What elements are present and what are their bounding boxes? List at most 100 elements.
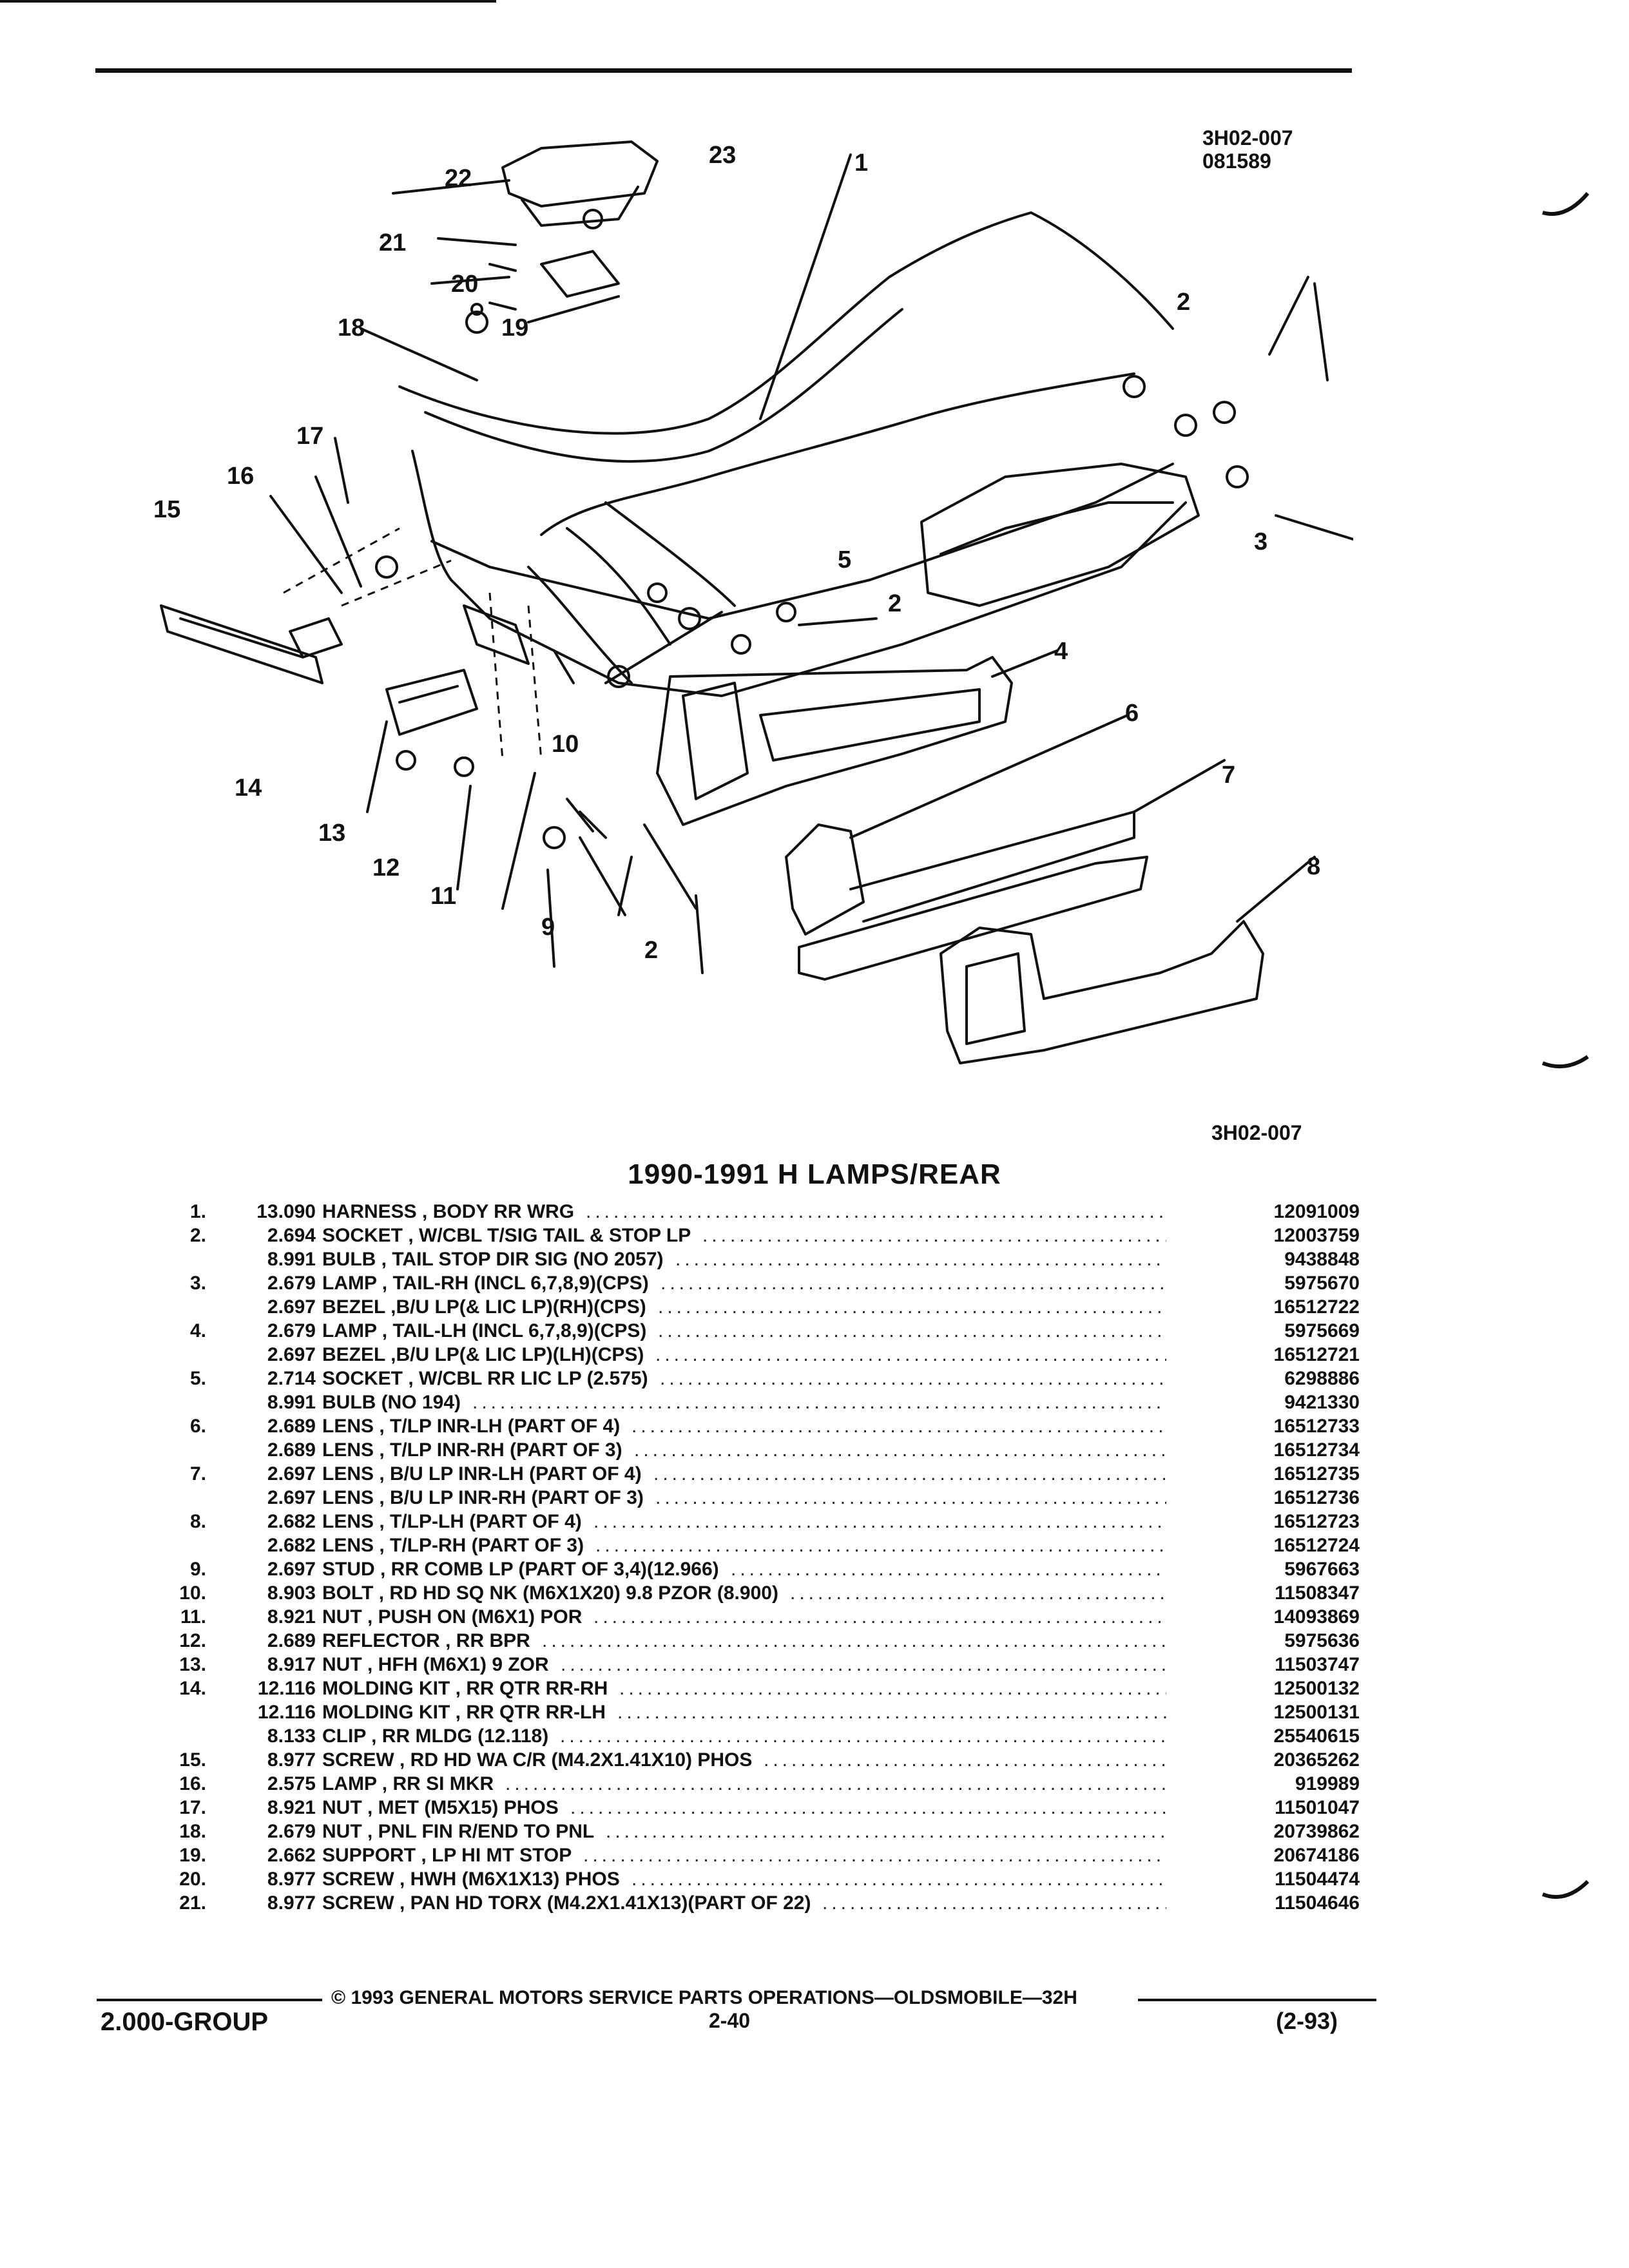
part-number: 16512722 — [1273, 1296, 1360, 1318]
part-number: 12003759 — [1273, 1225, 1360, 1246]
callout-1: 1 — [854, 149, 869, 177]
callout-5: 5 — [838, 546, 852, 573]
group-number: 2.682 — [267, 1535, 316, 1556]
group-number: 13.090 — [256, 1201, 316, 1222]
part-number: 16512723 — [1273, 1511, 1360, 1532]
part-description: LENS , T/LP-LH (PART OF 4) — [322, 1510, 587, 1533]
part-number: 16512721 — [1273, 1344, 1360, 1365]
part-number: 20674186 — [1273, 1845, 1360, 1866]
item-number: 16. — [179, 1773, 206, 1794]
callout-20: 20 — [451, 271, 479, 298]
part-number: 11504474 — [1275, 1869, 1360, 1890]
part-description-text: BOLT , RD HD SQ NK (M6X1X20) 9.8 PZOR (8… — [322, 1582, 784, 1604]
part-description-text: HARNESS , BODY RR WRG — [322, 1201, 580, 1222]
callout-15: 15 — [153, 496, 181, 523]
item-number: 9. — [189, 1559, 206, 1580]
item-number: 4. — [189, 1320, 206, 1341]
callout-11: 11 — [430, 883, 457, 910]
group-number: 2.689 — [267, 1630, 316, 1651]
dot-leader: ........................................… — [472, 1392, 1166, 1413]
figure-code-bottom: 3H02-007 — [1211, 1121, 1302, 1144]
group-number: 8.921 — [267, 1606, 316, 1628]
part-number: 12500131 — [1273, 1702, 1360, 1723]
callout-4: 4 — [1054, 638, 1068, 665]
dot-leader: ........................................… — [586, 1201, 1166, 1222]
part-description-text: MOLDING KIT , RR QTR RR-RH — [322, 1678, 613, 1699]
dot-leader: ........................................… — [675, 1249, 1166, 1270]
part-description-text: LENS , T/LP INR-RH (PART OF 3) — [322, 1439, 628, 1461]
callout-2-bottom: 2 — [644, 937, 659, 964]
part-description-text: LENS , T/LP-LH (PART OF 4) — [322, 1511, 587, 1532]
group-number: 2.697 — [267, 1463, 316, 1485]
part-description: LENS , T/LP INR-LH (PART OF 4) — [322, 1414, 626, 1438]
part-description: LAMP , RR SI MKR — [322, 1772, 499, 1796]
part-description-text: NUT , HFH (M6X1) 9 ZOR — [322, 1654, 554, 1675]
item-number: 8. — [189, 1511, 206, 1532]
top-short-rule — [0, 0, 496, 3]
group-number: 2.714 — [267, 1368, 316, 1389]
part-description: REFLECTOR , RR BPR — [322, 1629, 535, 1653]
part-number: 16512735 — [1273, 1463, 1360, 1485]
group-number: 8.977 — [267, 1892, 316, 1914]
part-description: NUT , PUSH ON (M6X1) POR — [322, 1605, 588, 1629]
group-number: 2.697 — [267, 1559, 316, 1580]
part-description: CLIP , RR MLDG (12.118) — [322, 1724, 554, 1748]
dot-leader: ........................................… — [660, 1368, 1166, 1389]
part-number: 5967663 — [1284, 1559, 1360, 1580]
dot-leader: ........................................… — [561, 1654, 1166, 1675]
callout-19: 19 — [501, 314, 529, 341]
part-number: 16512724 — [1273, 1535, 1360, 1556]
part-description: SCREW , HWH (M6X1X13) PHOS — [322, 1867, 625, 1891]
group-number: 2.679 — [267, 1320, 316, 1341]
group-label: 2.000-GROUP — [101, 2008, 269, 2036]
dot-leader: ........................................… — [606, 1821, 1166, 1842]
part-description-text: SOCKET , W/CBL RR LIC LP (2.575) — [322, 1368, 653, 1389]
dot-leader: ........................................… — [655, 1344, 1166, 1365]
item-number: 6. — [189, 1416, 206, 1437]
part-number: 11508347 — [1275, 1582, 1360, 1604]
part-description: SCREW , RD HD WA C/R (M4.2X1.41X10) PHOS — [322, 1748, 758, 1772]
group-number: 8.917 — [267, 1654, 316, 1675]
part-description: BULB (NO 194) — [322, 1390, 467, 1414]
part-description-text: BULB (NO 194) — [322, 1392, 467, 1413]
dot-leader: ........................................… — [595, 1535, 1166, 1556]
group-number: 2.697 — [267, 1296, 316, 1318]
callout-2-mid: 2 — [888, 590, 902, 617]
part-description-text: SCREW , HWH (M6X1X13) PHOS — [322, 1869, 625, 1890]
part-description-text: REFLECTOR , RR BPR — [322, 1630, 535, 1651]
callout-22: 22 — [445, 165, 472, 192]
part-number: 16512733 — [1273, 1416, 1360, 1437]
part-description-text: LAMP , RR SI MKR — [322, 1773, 499, 1794]
group-number: 2.679 — [267, 1821, 316, 1842]
part-number: 11503747 — [1275, 1654, 1360, 1675]
dot-leader: ........................................… — [731, 1559, 1166, 1580]
part-description-text: SUPPORT , LP HI MT STOP — [322, 1845, 577, 1866]
part-number: 9438848 — [1284, 1249, 1360, 1270]
item-number: 18. — [179, 1821, 206, 1842]
part-number: 9421330 — [1284, 1392, 1360, 1413]
part-description: LENS , B/U LP INR-LH (PART OF 4) — [322, 1462, 647, 1486]
group-number: 2.694 — [267, 1225, 316, 1246]
part-number: 5975669 — [1284, 1320, 1360, 1341]
part-description: HARNESS , BODY RR WRG — [322, 1200, 580, 1224]
item-number: 3. — [189, 1273, 206, 1294]
part-description-text: SOCKET , W/CBL T/SIG TAIL & STOP LP — [322, 1225, 697, 1246]
part-description-text: NUT , MET (M5X15) PHOS — [322, 1797, 564, 1818]
